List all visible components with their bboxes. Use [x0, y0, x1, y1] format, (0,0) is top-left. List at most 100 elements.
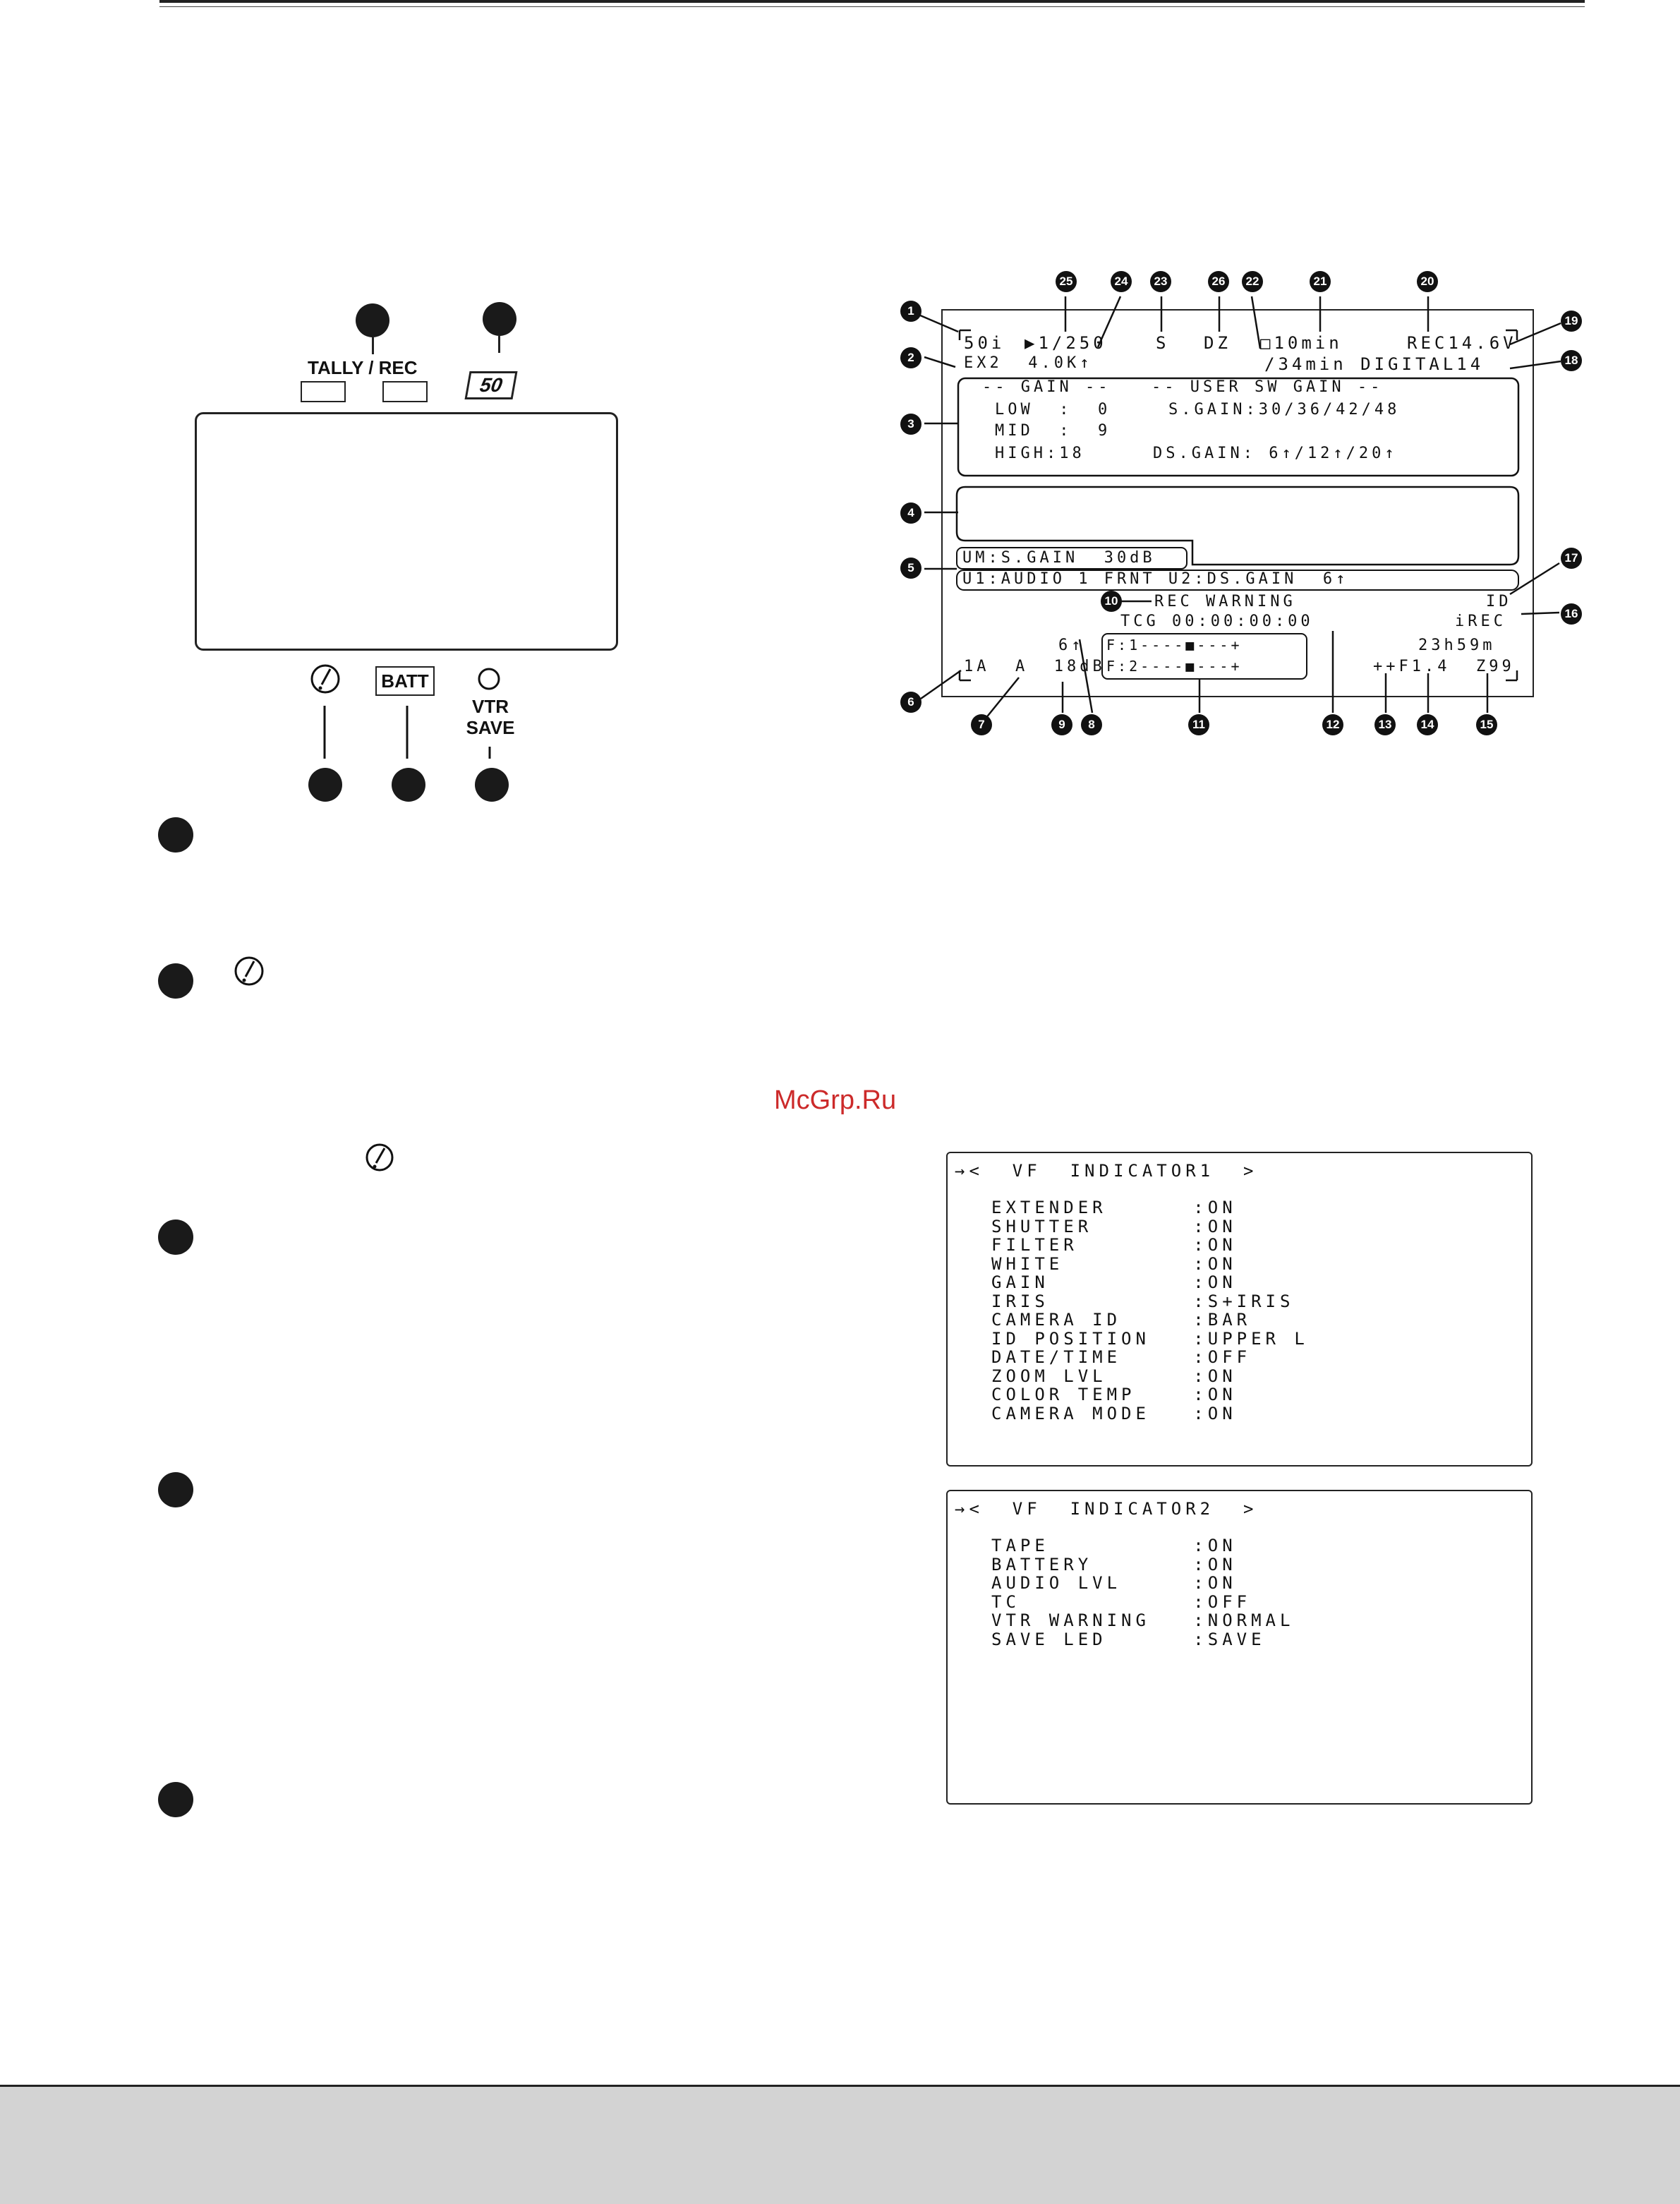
osd-audio-f2: F:2----■---+: [1106, 658, 1243, 675]
callout-12: 12: [1322, 714, 1343, 735]
section-bullet: [158, 1472, 193, 1507]
osd-time-left: 23h59m: [1418, 637, 1496, 654]
osd-frame: [941, 309, 1534, 697]
menu1-item-iris[interactable]: IRIS :S+IRIS: [991, 1291, 1295, 1311]
menu2-title: →< VF INDICATOR2 >: [955, 1499, 1258, 1519]
callout-24: 24: [1111, 271, 1132, 292]
callout-11: 11: [1188, 714, 1209, 735]
vtr-save-led-icon: [478, 668, 500, 690]
osd-id: ID: [1486, 593, 1512, 610]
section-bullet: [158, 1782, 193, 1817]
callout-22: 22: [1242, 271, 1263, 292]
rec-lamp: [382, 381, 428, 402]
menu2-item-battery[interactable]: BATTERY :ON: [991, 1554, 1237, 1574]
header-rule: [159, 0, 1585, 3]
callout-25: 25: [1056, 271, 1077, 292]
leader-line: [498, 336, 500, 353]
vf-indicator2-menu: →< VF INDICATOR2 > TAPE :ON BATTERY :ON …: [946, 1490, 1533, 1805]
section-bullet: [158, 1220, 193, 1255]
vtr-label: VTR: [472, 696, 509, 717]
menu2-item-audio-lvl[interactable]: AUDIO LVL :ON: [991, 1573, 1237, 1593]
osd-mid: MID : 9: [995, 422, 1111, 440]
osd-tape-remaining: □10min: [1260, 333, 1343, 353]
tally-rec-label: TALLY / REC: [308, 357, 418, 378]
osd-digital: /34min DIGITAL14: [1264, 354, 1485, 374]
osd-frame-rate: 50i: [964, 333, 1005, 353]
callout-21: 21: [1310, 271, 1331, 292]
menu1-item-id-position[interactable]: ID POSITION :UPPER L: [991, 1328, 1309, 1349]
menu1-item-filter[interactable]: FILTER :ON: [991, 1235, 1237, 1255]
callout-dot: [483, 302, 516, 336]
osd-dz: DZ: [1204, 333, 1231, 353]
callout-7: 7: [971, 714, 992, 735]
menu2-list: TAPE :ON BATTERY :ON AUDIO LVL :ON TC :O…: [991, 1536, 1294, 1649]
menu2-item-tape[interactable]: TAPE :ON: [991, 1536, 1237, 1555]
callout-10: 10: [1101, 591, 1122, 612]
callout-18: 18: [1561, 350, 1582, 371]
menu1-item-shutter[interactable]: SHUTTER :ON: [991, 1216, 1237, 1236]
callout-6: 6: [900, 692, 921, 713]
menu1-list: EXTENDER :ON SHUTTER :ON FILTER :ON WHIT…: [991, 1198, 1309, 1423]
osd-u1-u2: U1:AUDIO 1 FRNT U2:DS.GAIN 6↑: [962, 570, 1349, 588]
osd-bottom-left: 1A A 18dB: [964, 658, 1106, 675]
osd-tcg: TCG 00:00:00:00: [1120, 613, 1314, 630]
watermark: McGrp.Ru: [774, 1085, 897, 1115]
osd-extender-temp: EX2 4.0K↑: [964, 354, 1093, 372]
header-rule-thin: [159, 6, 1585, 7]
osd-um: UM:S.GAIN 30dB: [962, 549, 1156, 567]
osd-dsgain: DS.GAIN: 6↑/12↑/20↑: [1153, 445, 1398, 462]
callout-2: 2: [900, 347, 921, 368]
osd-low: LOW : 0: [995, 401, 1111, 418]
callout-26: 26: [1208, 271, 1229, 292]
callout-17: 17: [1561, 548, 1582, 569]
callout-4: 4: [900, 502, 921, 524]
menu2-item-save-led[interactable]: SAVE LED :SAVE: [991, 1629, 1266, 1649]
section-bullet: [158, 963, 193, 999]
callout-dot: [308, 768, 342, 802]
callout-19: 19: [1561, 311, 1582, 332]
menu1-item-color-temp[interactable]: COLOR TEMP :ON: [991, 1385, 1237, 1404]
callout-15: 15: [1476, 714, 1497, 735]
osd-audio-f1: F:1----■---+: [1106, 637, 1243, 654]
menu2-item-vtr-warning[interactable]: VTR WARNING :NORMAL: [991, 1610, 1295, 1630]
menu1-item-camera-mode[interactable]: CAMERA MODE :ON: [991, 1403, 1237, 1423]
page-footer: [0, 2085, 1680, 2204]
osd-shutter: ▶1/250: [1025, 333, 1107, 353]
save-label: SAVE: [466, 717, 515, 738]
viewfinder-screen: [195, 412, 618, 651]
osd-user-title: -- USER SW GAIN --: [1152, 378, 1384, 396]
osd-high: HIGH:18: [995, 445, 1085, 462]
menu1-item-extender[interactable]: EXTENDER :ON: [991, 1198, 1237, 1217]
batt-indicator: BATT: [375, 666, 435, 696]
callout-dot: [475, 768, 509, 802]
menu1-item-white[interactable]: WHITE :ON: [991, 1253, 1237, 1274]
callout-20: 20: [1417, 271, 1438, 292]
menu1-item-date-time[interactable]: DATE/TIME :OFF: [991, 1347, 1252, 1367]
menu2-item-tc[interactable]: TC :OFF: [991, 1591, 1252, 1612]
osd-irec: iREC: [1455, 613, 1506, 630]
warning-circle-icon: [310, 664, 340, 694]
osd-sgain: S.GAIN:30/36/42/48: [1168, 401, 1401, 418]
menu1-item-camera-id[interactable]: CAMERA ID :BAR: [991, 1310, 1252, 1330]
callout-3: 3: [900, 414, 921, 435]
menu1-item-gain[interactable]: GAIN :ON: [991, 1272, 1237, 1292]
osd-gain-title: -- GAIN --: [982, 378, 1111, 396]
callout-13: 13: [1374, 714, 1396, 735]
batt-label: BATT: [381, 670, 429, 692]
callout-dot: [356, 303, 389, 337]
osd-bottom-right: ++F1.4 Z99: [1373, 658, 1515, 675]
warning-circle-icon: [234, 956, 264, 986]
vf-indicator1-menu: →< VF INDICATOR1 > EXTENDER :ON SHUTTER …: [946, 1152, 1533, 1467]
menu1-item-zoom-lvl[interactable]: ZOOM LVL :ON: [991, 1366, 1237, 1386]
section-bullet: [158, 817, 193, 853]
osd-s: S: [1156, 333, 1170, 353]
osd-rec-battery: REC14.6V: [1407, 333, 1517, 353]
callout-9: 9: [1051, 714, 1072, 735]
tally-lamp: [301, 381, 346, 402]
warning-circle-icon: [365, 1143, 394, 1172]
menu1-title: →< VF INDICATOR1 >: [955, 1161, 1258, 1181]
osd-rec-warning: REC WARNING: [1154, 593, 1296, 610]
leader-line: [372, 337, 374, 354]
